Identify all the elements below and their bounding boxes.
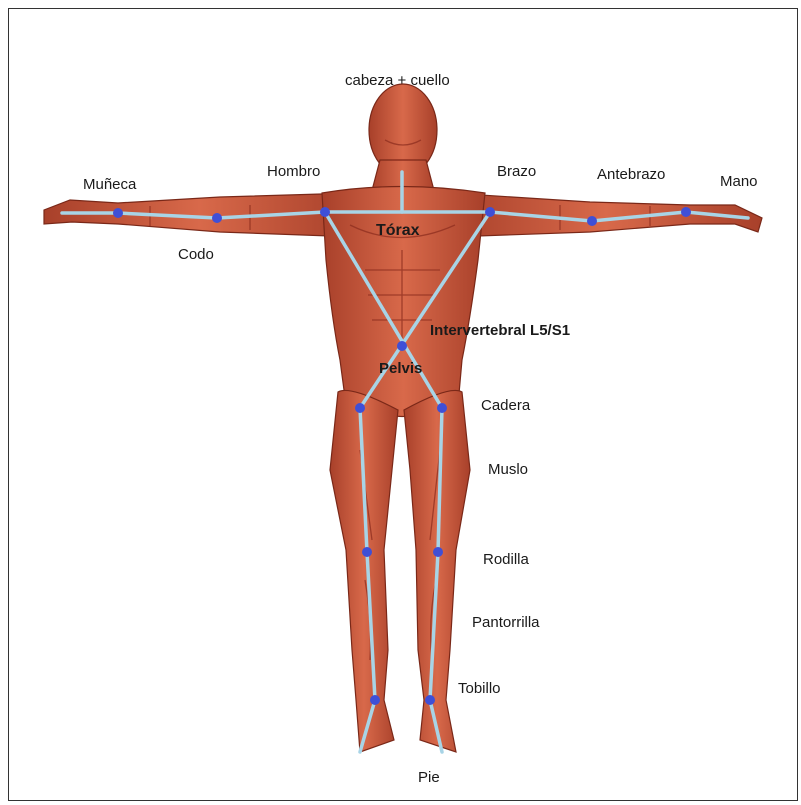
joint-right-shoulder <box>485 207 495 217</box>
label-pie: Pie <box>418 770 440 785</box>
label-brazo: Brazo <box>497 164 536 179</box>
joint-left-shoulder <box>320 207 330 217</box>
label-pelvis: Pelvis <box>379 361 422 376</box>
label-mano: Mano <box>720 174 758 189</box>
left-leg <box>330 390 398 752</box>
label-pantorrilla: Pantorrilla <box>472 615 540 630</box>
label-muslo: Muslo <box>488 462 528 477</box>
joint-left-elbow <box>212 213 222 223</box>
label-tobillo: Tobillo <box>458 681 501 696</box>
joint-left-hip <box>355 403 365 413</box>
joint-right-wrist <box>681 207 691 217</box>
joint-right-hip <box>437 403 447 413</box>
label-cabeza-cuello: cabeza + cuello <box>345 73 450 88</box>
label-hombro: Hombro <box>267 164 320 179</box>
joint-left-wrist <box>113 208 123 218</box>
label-intervertebral: Intervertebral L5/S1 <box>430 323 570 338</box>
label-codo: Codo <box>178 247 214 262</box>
label-torax: Tórax <box>376 223 420 239</box>
joint-right-knee <box>433 547 443 557</box>
joint-right-elbow <box>587 216 597 226</box>
joint-left-knee <box>362 547 372 557</box>
torso <box>322 187 485 417</box>
joint-left-ankle <box>370 695 380 705</box>
label-antebrazo: Antebrazo <box>597 167 665 182</box>
label-rodilla: Rodilla <box>483 552 529 567</box>
joint-l5-s1 <box>397 341 407 351</box>
joint-right-ankle <box>425 695 435 705</box>
label-cadera: Cadera <box>481 398 530 413</box>
label-munieca: Muñeca <box>83 177 136 192</box>
